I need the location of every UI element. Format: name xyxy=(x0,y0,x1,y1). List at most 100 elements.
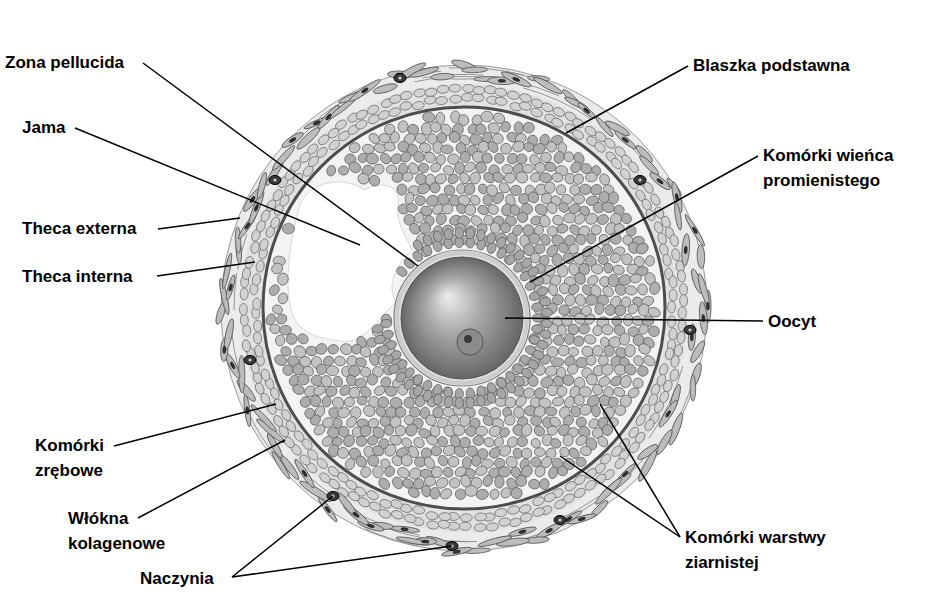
theca-interna-cell xyxy=(377,109,391,121)
spindle-nucleus xyxy=(288,136,297,143)
spindle-nucleus xyxy=(518,529,527,534)
spindle-nucleus xyxy=(325,113,333,121)
theca-interna-cell xyxy=(255,260,265,273)
granulosa-cell xyxy=(514,394,529,409)
spindle-nucleus xyxy=(301,469,308,478)
granulosa-cell xyxy=(520,423,533,438)
granulosa-cell xyxy=(486,203,500,216)
spindle-nucleus xyxy=(253,203,259,212)
theca-interna-cell xyxy=(318,471,332,485)
leader-line xyxy=(600,404,680,537)
theca-interna-cell xyxy=(449,84,461,92)
vessel xyxy=(684,326,696,335)
granulosa-cell xyxy=(430,122,441,133)
granulosa-cell xyxy=(483,194,492,205)
spindle-nucleus xyxy=(366,523,375,529)
granulosa-cell xyxy=(383,465,396,479)
theca-interna-cell xyxy=(240,288,249,300)
vessel-lumen xyxy=(273,178,276,181)
granulosa-cell xyxy=(465,227,474,239)
granulosa-cell xyxy=(415,173,426,185)
granulosa-cell xyxy=(447,476,462,491)
granulosa-cell xyxy=(571,172,585,186)
theca-interna-cell xyxy=(424,87,437,97)
theca-interna-cell xyxy=(250,241,261,255)
spindle-nucleus xyxy=(512,76,521,83)
granulosa-cell xyxy=(327,343,340,355)
theca-interna-cell xyxy=(573,486,587,499)
theca-interna-cell xyxy=(669,289,678,301)
granulosa-cell xyxy=(432,393,443,406)
granulosa-cell xyxy=(624,285,637,296)
granulosa-cell xyxy=(491,190,506,205)
leader-line xyxy=(560,456,680,537)
granulosa-cell xyxy=(465,485,478,496)
theca-interna-cell xyxy=(368,500,382,512)
granulosa-cell xyxy=(416,182,431,196)
theca-interna-cell xyxy=(540,101,554,113)
theca-interna-ground xyxy=(240,84,688,532)
granulosa-cell xyxy=(378,151,392,166)
granulosa-cell xyxy=(599,362,615,378)
theca-interna-cell xyxy=(258,238,269,252)
granulosa-cell xyxy=(404,422,420,438)
spindle-cell xyxy=(316,103,341,130)
collagen-fibre xyxy=(580,453,648,511)
granulosa-cell xyxy=(632,377,645,389)
basal-lamina xyxy=(263,107,665,509)
granulosa-cell xyxy=(583,333,597,345)
spindle-nucleus xyxy=(706,302,710,310)
granulosa-cell xyxy=(568,347,579,356)
granulosa-cell xyxy=(412,150,426,164)
theca-interna-cell xyxy=(667,315,676,327)
spindle-cell xyxy=(655,428,675,456)
theca-interna-cell xyxy=(519,92,533,103)
theca-interna-cell xyxy=(679,283,688,296)
granulosa-cell xyxy=(585,354,597,367)
theca-interna-cell xyxy=(473,86,486,95)
granulosa-cell xyxy=(573,394,585,407)
theca-interna-cell xyxy=(498,517,511,527)
theca-interna-cell xyxy=(435,96,448,105)
granulosa-cell xyxy=(515,475,527,487)
granulosa-cell xyxy=(577,323,590,335)
spindle-cell xyxy=(431,73,455,81)
granulosa-cell xyxy=(471,454,482,467)
spindle-cell xyxy=(461,67,487,73)
theca-interna-cell xyxy=(668,328,677,341)
theca-interna-cell xyxy=(474,523,487,532)
granulosa-cell xyxy=(472,435,485,447)
granulosa-cell xyxy=(406,203,417,212)
granulosa-cell xyxy=(482,474,494,488)
theca-interna-cell xyxy=(662,379,674,393)
theca-interna-cell xyxy=(530,107,544,119)
granulosa-cell xyxy=(556,464,570,477)
granulosa-cell xyxy=(455,227,464,238)
spindle-cell xyxy=(500,69,533,89)
granulosa-cell xyxy=(376,344,390,356)
spindle-cell xyxy=(681,233,691,266)
granulosa-cell xyxy=(282,223,294,234)
granulosa-cell xyxy=(485,391,497,404)
granulosa-cell xyxy=(404,397,415,409)
granulosa-cell xyxy=(359,465,373,479)
granulosa-cell xyxy=(565,362,579,376)
granulosa-cell xyxy=(637,342,653,357)
part-label: Naczynia xyxy=(140,566,214,591)
granulosa-cell xyxy=(541,319,553,328)
granulosa-cell xyxy=(545,365,558,376)
theca-externa-ground xyxy=(221,65,707,551)
theca-interna-cell xyxy=(552,106,566,118)
granulosa-cell xyxy=(516,153,528,165)
granulosa-cell xyxy=(539,297,552,307)
theca-interna-cell xyxy=(334,118,348,131)
granulosa-cell xyxy=(493,152,505,165)
granulosa-cell xyxy=(342,433,357,448)
theca-interna-cell xyxy=(494,87,507,97)
granulosa-cell xyxy=(629,273,642,284)
granulosa-cell xyxy=(615,405,627,416)
granulosa-cell xyxy=(530,415,542,426)
granulosa-cell xyxy=(435,212,448,226)
granulosa-cell xyxy=(601,324,614,336)
